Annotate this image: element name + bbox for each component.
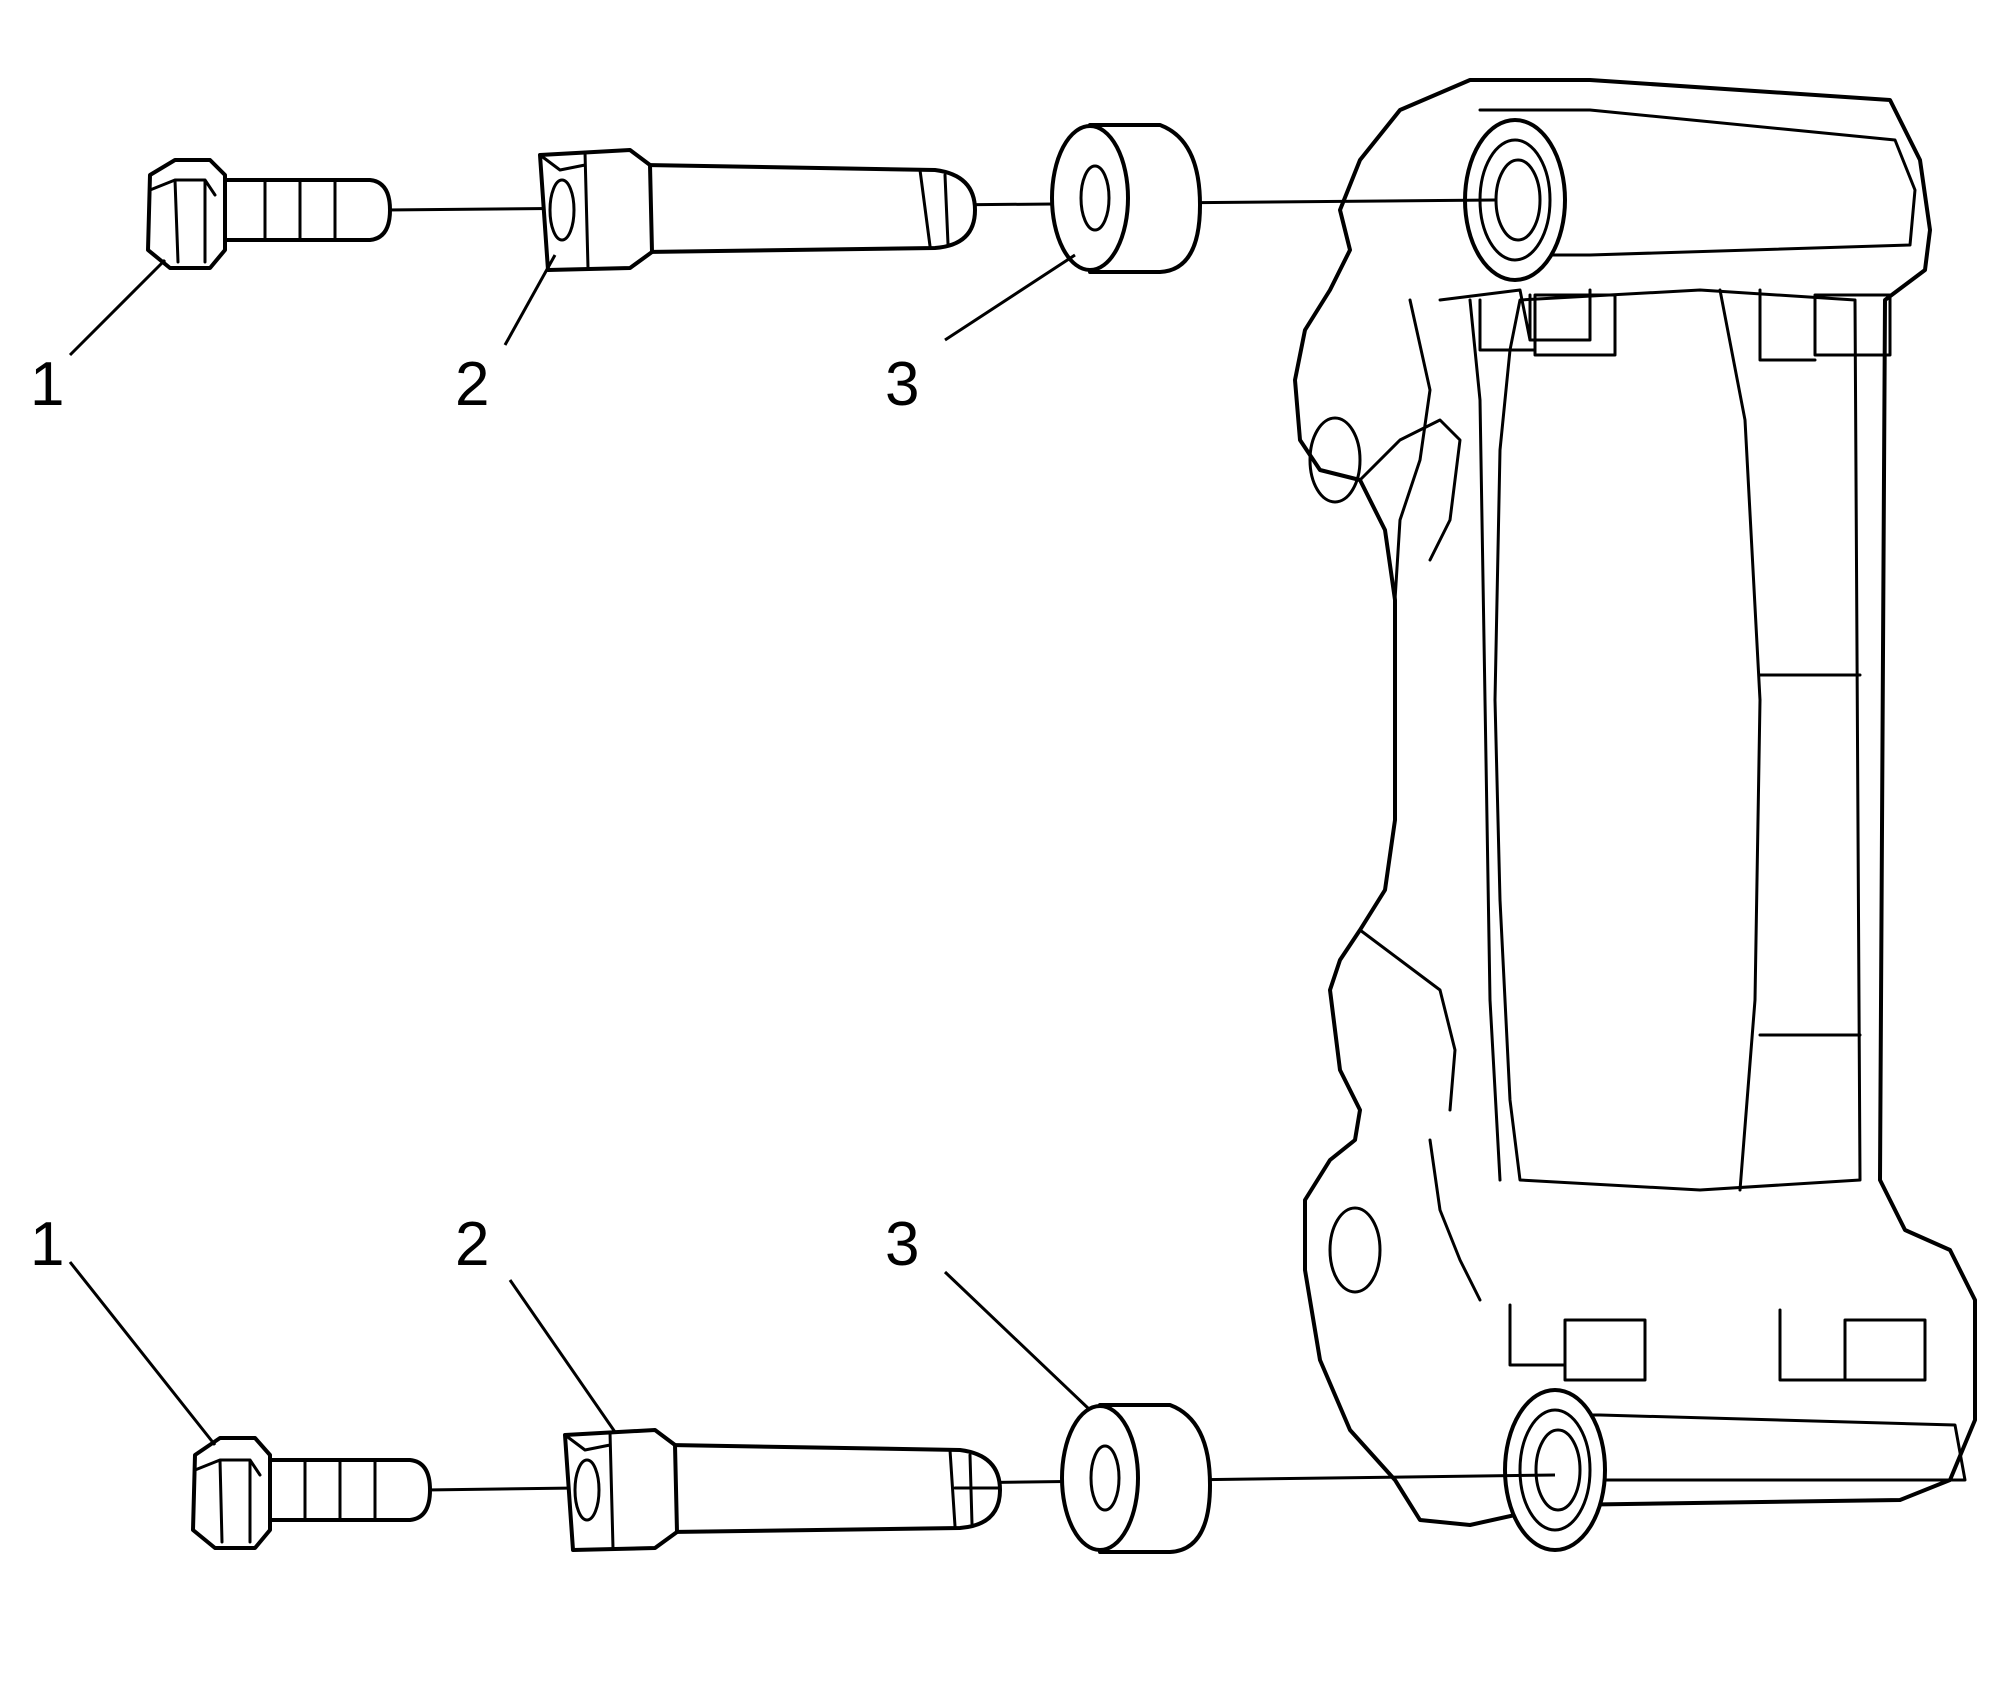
lower-pin-hex-facets — [563, 1430, 615, 1550]
top-abutment-block-left — [1533, 293, 1617, 357]
lower-pin-hex — [563, 1428, 679, 1552]
lower-mounting-hole — [1328, 1206, 1382, 1294]
upper-mounting-hole — [1308, 416, 1362, 504]
upper-bolt-head — [146, 158, 227, 270]
upper-bolt-shank — [213, 178, 392, 242]
top-abutment-tab — [1478, 288, 1817, 362]
lower-bolt-head-facets — [193, 1458, 262, 1544]
lower-callout-3-leader — [943, 1270, 1092, 1412]
upper-callout-1: 1 — [30, 350, 64, 419]
upper-bolt-threads — [263, 180, 337, 240]
upper-callout-3: 3 — [885, 350, 919, 419]
upper-pin-bore — [548, 178, 576, 242]
upper-callout-3-leader — [944, 253, 1076, 342]
upper-guide-pin — [538, 148, 977, 272]
upper-bushing — [1050, 123, 1202, 274]
bracket-inner-window — [1493, 288, 1862, 1192]
lower-callout-2-leader — [508, 1279, 617, 1433]
lower-bolt — [191, 1436, 432, 1550]
bracket-inner-rail-left — [1468, 298, 1502, 1182]
caliper-bracket — [1293, 78, 1977, 1552]
upper-bushing-hole — [1079, 164, 1111, 232]
upper-pin-hex-facets — [538, 150, 590, 270]
upper-callout-2-leader — [503, 254, 557, 346]
bracket-arm-contour — [1358, 298, 1482, 1302]
lower-callout-1: 1 — [30, 1210, 64, 1279]
lower-guide-pin — [563, 1428, 1002, 1552]
lower-pin-shaft-detail — [948, 1448, 1002, 1528]
upper-pin-shaft — [643, 163, 977, 254]
bottom-abutment-tab — [1508, 1303, 1847, 1382]
upper-callout-2: 2 — [455, 350, 489, 419]
top-abutment-clip-left — [1438, 288, 1592, 342]
upper-bolt — [146, 158, 392, 270]
bracket-inner-rail-right — [1718, 288, 1762, 1192]
lower-callout-1-leader — [68, 1261, 217, 1446]
lower-bolt-threads — [303, 1460, 377, 1520]
lower-callout-3: 3 — [885, 1210, 919, 1279]
bottom-abutment-block-left — [1563, 1318, 1647, 1382]
lower-bore-mid — [1518, 1408, 1592, 1532]
callout-labels: 1 2 3 1 2 3 — [30, 350, 919, 1279]
lower-pin-bore — [573, 1458, 601, 1522]
lower-fastener-set — [68, 1261, 1556, 1554]
upper-bushing-face — [1050, 124, 1130, 272]
upper-bolt-head-facets — [148, 178, 217, 264]
lower-bolt-head — [191, 1436, 272, 1550]
bracket-crossbar — [1758, 673, 1862, 1037]
lower-callout-2: 2 — [455, 1210, 489, 1279]
lower-bushing — [1060, 1403, 1212, 1554]
bracket-outline — [1293, 78, 1977, 1527]
upper-pin-shaft-detail — [918, 168, 950, 248]
lower-bushing-hole — [1089, 1444, 1121, 1512]
lower-bore-inner — [1534, 1428, 1582, 1512]
upper-callout-1-leader — [68, 258, 167, 357]
lower-pin-shaft — [668, 1443, 1002, 1534]
lower-bolt-shank — [258, 1458, 432, 1522]
upper-bore-boss — [1478, 108, 1917, 257]
top-abutment-block-right — [1813, 293, 1892, 357]
upper-fastener-set — [68, 123, 1496, 357]
bottom-abutment-block-right — [1843, 1318, 1927, 1382]
lower-bushing-face — [1060, 1404, 1140, 1552]
upper-bore-inner — [1494, 158, 1542, 242]
